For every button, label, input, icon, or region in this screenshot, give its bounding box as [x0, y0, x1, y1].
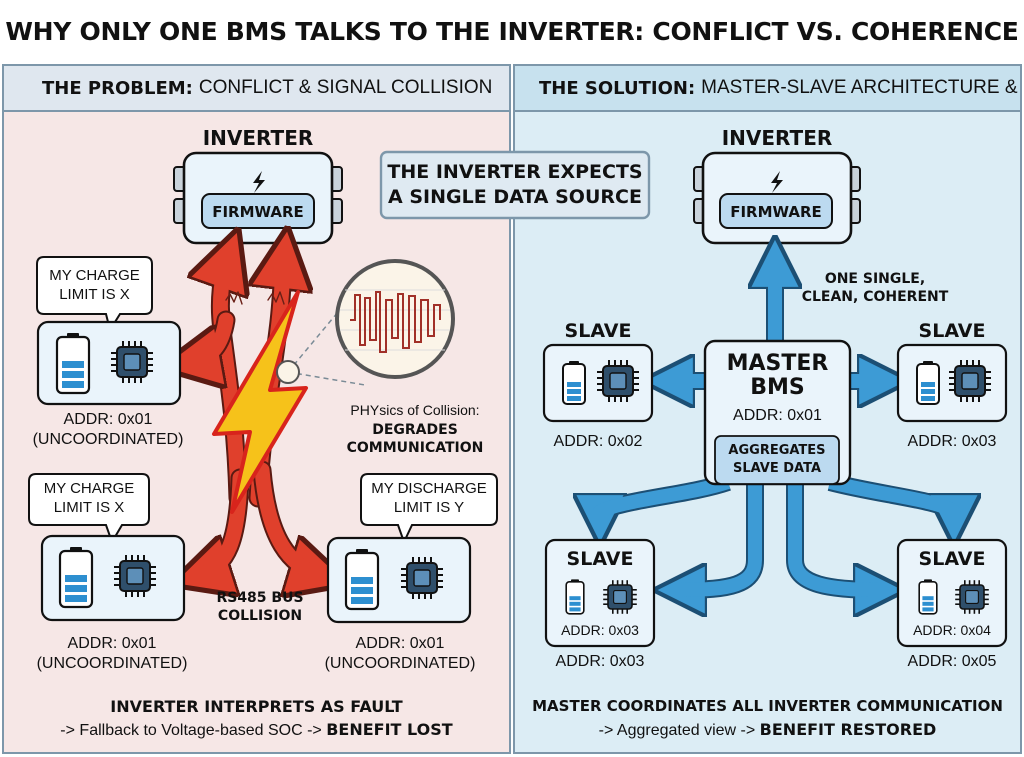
- solution-inverter-label: INVERTER: [721, 126, 833, 150]
- solution-firmware-label: FIRMWARE: [730, 203, 822, 221]
- problem-header-bold: THE PROBLEM:: [42, 77, 193, 99]
- speech-bubbles-problem: [28, 256, 498, 545]
- bolt-icon: [253, 171, 265, 193]
- solution-header-bold: THE SOLUTION:: [539, 77, 696, 99]
- master-bms-addr: ADDR: 0x01: [733, 407, 822, 424]
- magnifier-icon: [276, 259, 455, 386]
- page-title: WHY ONLY ONE BMS TALKS TO THE INVERTER: …: [5, 16, 1019, 46]
- problem-firmware-label: FIRMWARE: [212, 203, 304, 221]
- solution-footer-text: -> Aggregated view -> BENEFIT RESTORED: [598, 720, 937, 739]
- solution-header: THE SOLUTION: MASTER-SLAVE ARCHITECTURE …: [515, 66, 1020, 112]
- solution-arrows: [600, 262, 954, 590]
- slave-bottom-left-inner-addr: ADDR: 0x03: [561, 622, 639, 638]
- problem-inverter-device: [173, 151, 343, 245]
- slave-bottom-left-device: [544, 538, 656, 648]
- problem-footer-title: INVERTER INTERPRETS AS FAULT: [110, 697, 403, 716]
- solution-header-text: MASTER-SLAVE ARCHITECTURE &: [701, 77, 1018, 98]
- slave-bottom-left-label: SLAVE: [566, 548, 634, 570]
- solution-footer-title: MASTER COORDINATES ALL INVERTER COMMUNIC…: [532, 697, 1003, 715]
- slave-bottom-right-inner-addr: ADDR: 0x04: [913, 622, 991, 638]
- problem-inverter-label: INVERTER: [202, 126, 314, 150]
- problem-bms-lower-left: [40, 534, 186, 622]
- callout-box: [379, 150, 651, 220]
- slave-top-right-addr: ADDR: 0x03: [907, 433, 997, 450]
- bolt-icon: [771, 171, 783, 193]
- slave-top-left-label: SLAVE: [564, 320, 632, 342]
- problem-bms-upper-addr: ADDR: 0x01(UNCOORDINATED): [32, 411, 184, 448]
- problem-header-text: CONFLICT & SIGNAL COLLISION: [198, 77, 493, 98]
- slave-top-right-label: SLAVE: [918, 320, 986, 342]
- single-clean-coherent-note: ONE SINGLE,CLEAN, COHERENT: [801, 271, 949, 305]
- slave-bottom-right-device: [896, 538, 1008, 648]
- master-bms-box: [703, 339, 852, 486]
- problem-bms-lower-right: [326, 536, 472, 624]
- phy-collision-label: PHYsics of Collision:: [350, 402, 480, 418]
- slave-bottom-right-label: SLAVE: [918, 548, 986, 570]
- problem-bms-lower-right-addr: ADDR: 0x01(UNCOORDINATED): [324, 635, 476, 672]
- problem-bms-lower-left-addr: ADDR: 0x01(UNCOORDINATED): [36, 635, 188, 672]
- collision-lightning-icon: [212, 290, 308, 514]
- slave-bottom-left-addr: ADDR: 0x03: [555, 653, 645, 670]
- problem-bms-upper: [36, 320, 182, 406]
- solution-inverter-device: [693, 151, 861, 245]
- slave-top-left-device: [542, 343, 654, 423]
- slave-top-left-addr: ADDR: 0x02: [553, 433, 643, 450]
- problem-header: THE PROBLEM: CONFLICT & SIGNAL COLLISION: [4, 66, 509, 112]
- slave-bottom-right-addr: ADDR: 0x05: [907, 653, 997, 670]
- slave-top-right-device: [896, 343, 1008, 423]
- problem-footer-text: -> Fallback to Voltage-based SOC -> BENE…: [60, 720, 453, 739]
